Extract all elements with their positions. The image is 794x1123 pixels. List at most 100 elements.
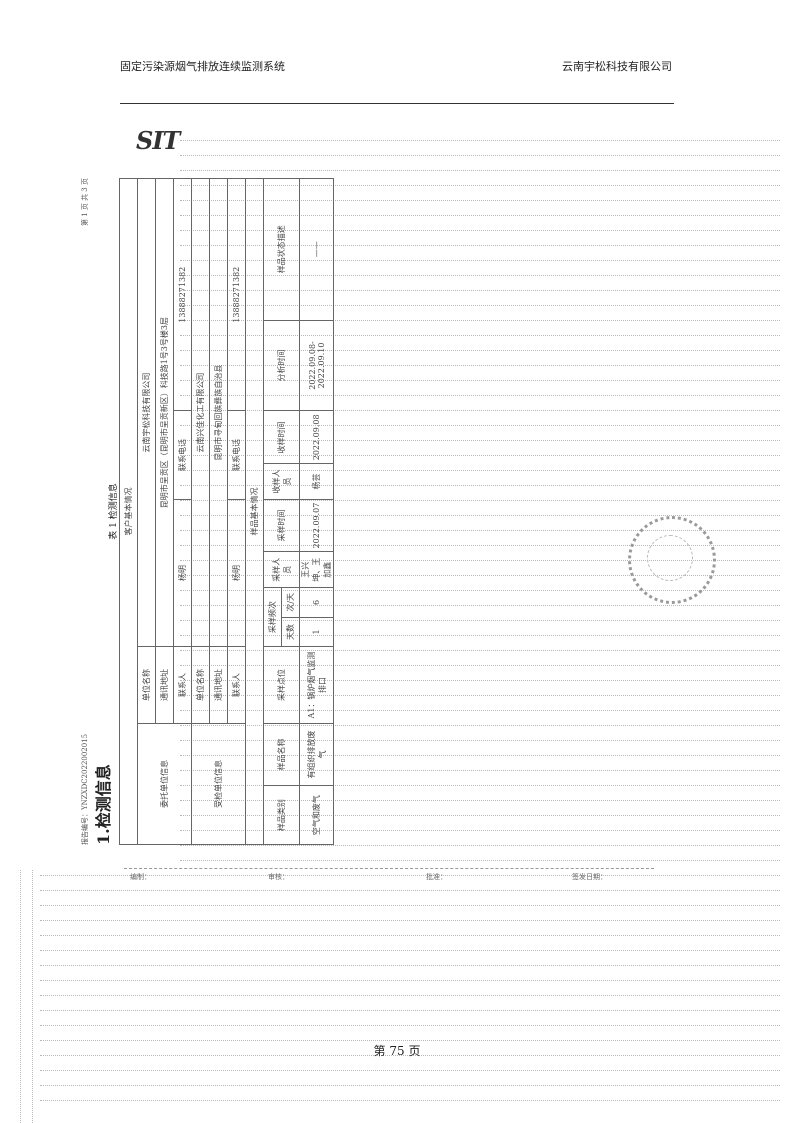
scan-noise-line: [180, 200, 780, 201]
table-row: 空气和废气 有组织排放废气 A1：锅炉烟气监测排口 1 6 王兴坤、王加鑫 20…: [299, 178, 334, 845]
scan-noise-line: [180, 140, 780, 141]
scan-noise-line: [40, 905, 780, 906]
scan-noise-line: [180, 755, 780, 756]
cell-label: 采样人员: [263, 551, 300, 588]
scan-noise-line: [40, 1100, 780, 1101]
table-row: 委托单位信息 单位名称 云南宇松科技有限公司: [137, 178, 192, 845]
header-divider: [120, 103, 674, 104]
scan-noise-line: [180, 530, 780, 531]
scan-noise-line: [180, 410, 780, 411]
cell-value: ——: [299, 178, 334, 321]
scan-noise-line: [40, 965, 780, 966]
scan-noise-line: [180, 620, 780, 621]
cell-value: 2022.09.08: [299, 410, 334, 464]
header-right: 云南宇松科技有限公司: [562, 60, 672, 73]
table-row: 样品类别 样品名称 采样点位 采样频次 采样人员 采样时间 收样人员 收样时间 …: [263, 178, 300, 845]
scan-noise-line: [180, 665, 780, 666]
scan-noise-line: [180, 500, 780, 501]
table-row: 客户基本情况: [119, 178, 138, 845]
scan-noise-line: [40, 875, 780, 876]
scan-noise-line: [180, 485, 780, 486]
cell-value: 杨芸: [299, 463, 334, 500]
scan-noise-line: [40, 1085, 780, 1086]
cell-label: 单位名称: [191, 646, 210, 724]
scan-noise-line: [180, 320, 780, 321]
scan-noise-line: [40, 935, 780, 936]
cell-value: 13888271382: [227, 178, 246, 411]
cell-value: 2022.09.07: [299, 499, 334, 552]
scan-noise-line: [40, 920, 780, 921]
cell-label: 通讯地址: [209, 646, 228, 724]
table-row: 受检单位信息 单位名称 云南兴佳化工有限公司: [191, 178, 246, 845]
cell-value: 1: [299, 617, 334, 647]
scan-noise-line: [180, 185, 780, 186]
footer-label: 编制：: [130, 873, 151, 881]
page-number: 第 75 页: [373, 1044, 421, 1058]
table-row: 样品基本情况: [245, 178, 264, 845]
scan-noise-line: [40, 890, 780, 891]
cell-value: A1：锅炉烟气监测排口: [299, 646, 334, 724]
footer-label: 批准：: [426, 873, 447, 881]
customer-section-header: 客户基本情况: [119, 178, 138, 845]
company-logo: SIT: [136, 126, 180, 155]
cell-label: 采样点位: [263, 646, 300, 724]
cell-label: 天数: [281, 617, 300, 647]
scan-noise-line: [180, 440, 780, 441]
cell-value: 昆明市呈贡区（昆明市呈贡新区）科技路1号3号楼3层: [155, 178, 174, 647]
scan-noise-line: [40, 1070, 780, 1071]
cell-label: 联系电话: [227, 410, 246, 500]
scan-noise-line: [40, 995, 780, 996]
scan-noise-line: [180, 725, 780, 726]
cell-value: 2022.09.08-2022.09.10: [299, 320, 334, 411]
scan-noise-line: [180, 650, 780, 651]
scan-noise-line: [180, 155, 780, 156]
scan-noise-line: [40, 1025, 780, 1026]
cell-label: 采样频次: [263, 587, 282, 647]
cell-label: 联系人: [227, 646, 246, 724]
sample-section-header: 样品基本情况: [245, 178, 264, 845]
scan-noise-line: [180, 470, 780, 471]
scan-noise-line: [40, 980, 780, 981]
scan-noise-line: [180, 575, 780, 576]
scan-noise-line: [180, 380, 780, 381]
scan-noise-line: [180, 605, 780, 606]
scan-noise-line: [180, 770, 780, 771]
scan-noise-line: [180, 515, 780, 516]
cell-label: 样品状态描述: [263, 178, 300, 321]
scan-noise-line: [180, 245, 780, 246]
scan-noise-line: [180, 740, 780, 741]
scan-noise-line: [180, 680, 780, 681]
report-number: 报告编号：YNZXDC2022002015: [81, 733, 89, 845]
cell-label: 次/天: [281, 587, 300, 618]
scan-noise-line: [180, 785, 780, 786]
scan-noise-line: [40, 950, 780, 951]
cell-value: 云南兴佳化工有限公司: [191, 178, 210, 647]
scan-noise-line: [40, 1040, 780, 1041]
rotated-report-page: 报告编号：YNZXDC2022002015 第 1 页 共 3 页 1.检测信息…: [76, 178, 334, 845]
cell-label: 采样时间: [263, 499, 300, 552]
cell-value: 杨明: [227, 499, 246, 647]
scan-noise-line: [180, 350, 780, 351]
footer-label: 签发日期：: [572, 873, 607, 881]
official-seal: [628, 516, 716, 604]
cell-label: 收样人员: [263, 463, 300, 500]
report-page-number: 第 1 页 共 3 页: [81, 178, 89, 227]
scan-noise-line: [180, 710, 780, 711]
scan-noise-line: [180, 695, 780, 696]
cell-label: 通讯地址: [155, 646, 174, 724]
scan-noise-edge: [20, 870, 21, 1123]
cell-label: 样品类别: [263, 785, 300, 845]
cell-value: 杨明: [173, 499, 192, 647]
footer-label: 审核：: [268, 873, 289, 881]
scan-noise-line: [180, 815, 780, 816]
scan-noise-line: [180, 425, 780, 426]
scan-noise-line: [180, 635, 780, 636]
scan-footer-line: [124, 868, 654, 869]
scan-noise-line: [180, 215, 780, 216]
cell-value: 空气和废气: [299, 785, 334, 845]
table-caption: 表 1 检测信息: [109, 483, 119, 540]
scan-noise-line: [180, 305, 780, 306]
scan-noise-line: [180, 845, 780, 846]
scan-noise-line: [180, 260, 780, 261]
scan-noise-line: [180, 590, 780, 591]
